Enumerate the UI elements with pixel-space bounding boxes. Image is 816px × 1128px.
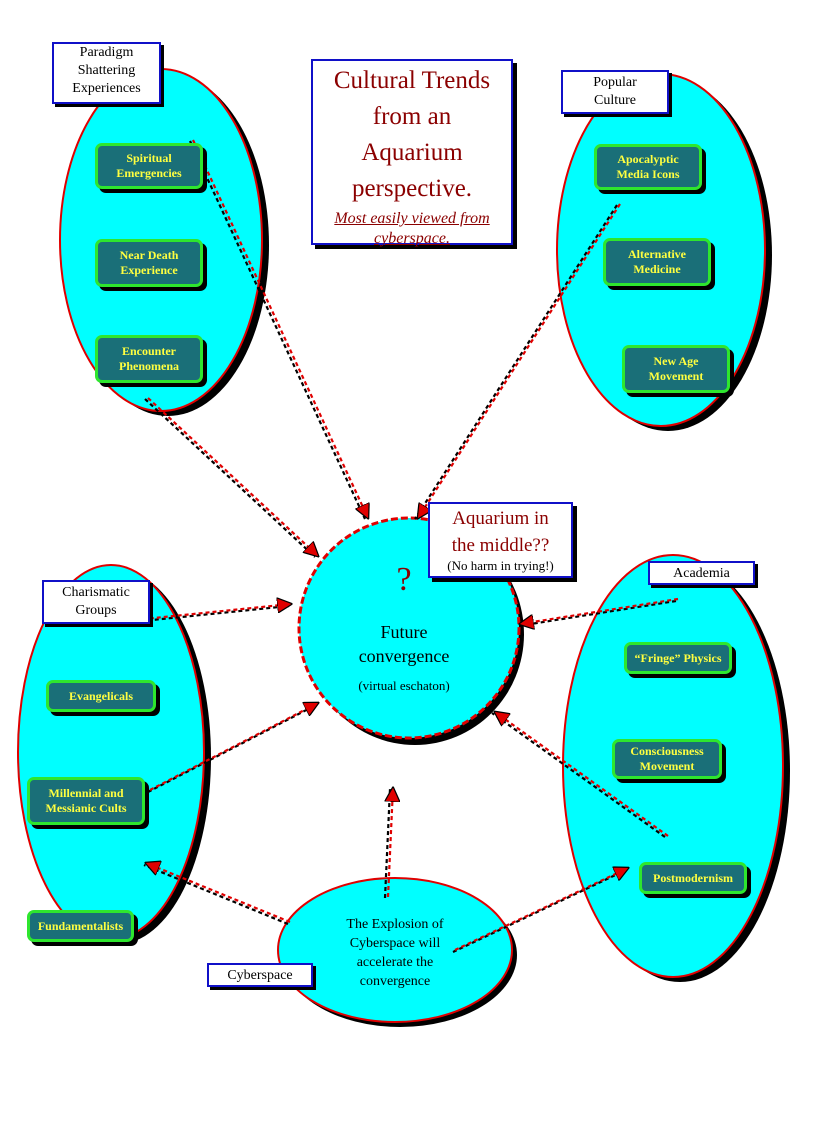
node-millennial-messianic-cults: Millennial and Messianic Cults [27,777,145,825]
title-line-4: perspective. [351,175,473,202]
node-text: Millennial and [48,786,124,800]
convergence-line-1: Future [380,622,428,642]
node-text: Alternative [628,247,686,261]
node-text: Movement [648,369,704,383]
node-text: “Fringe” Physics [634,650,722,665]
arrow-cyberspace-to-charismatic [144,863,291,926]
popular-label-line-1: Popular [593,75,637,90]
cyberspace-line-3: accelerate the [356,955,434,970]
node-text: Postmodernism [653,870,733,885]
node-fringe-physics: “Fringe” Physics [624,642,732,674]
arrow-cyberspace-to-academia [452,868,628,953]
aquarium-question-box: Aquarium in the middle?? (No harm in try… [428,502,573,578]
arrow-apocalyptic-to-center [414,203,621,519]
convergence-text: Future convergence (virtual eschaton) [319,620,489,698]
question-line-1: Aquarium in [452,508,549,529]
title-sub-1: Most easily viewed from [334,210,490,227]
title-sub-2: cyberspace. [374,230,450,247]
node-near-death-experience: Near Death Experience [95,239,203,287]
paradigm-label-line-1: Paradigm [79,45,134,60]
paradigm-label-line-2: Shattering [77,63,136,78]
charismatic-label-line-2: Groups [75,603,117,618]
question-line-3: (No harm in trying!) [447,558,554,573]
node-consciousness-movement: Consciousness Movement [612,739,722,779]
convergence-line-3: (virtual eschaton) [358,678,450,693]
convergence-line-2: convergence [358,646,450,666]
node-text: Apocalyptic [617,152,679,166]
arrow-cults-to-center [147,703,318,793]
title-line-3: Aquarium [361,139,463,166]
paradigm-label-line-3: Experiences [72,81,141,96]
node-text: Messianic Cults [45,801,127,815]
cyberspace-label: Cyberspace [207,963,313,987]
node-text: Spiritual [126,151,172,165]
node-text: Movement [639,759,695,773]
question-line-2: the middle?? [451,535,550,556]
arrow-academia-to-center [518,597,679,626]
node-apocalyptic-media-icons: Apocalyptic Media Icons [594,144,702,190]
node-new-age-movement: New Age Movement [622,345,730,393]
node-alternative-medicine: Alternative Medicine [603,238,711,286]
title-line-2: from an [372,103,452,130]
paradigm-label: Paradigm Shattering Experiences [52,42,161,104]
charismatic-label-line-1: Charismatic [62,585,130,600]
question-mark: ? [396,561,412,598]
cyberspace-ellipse [277,877,513,1023]
cyberspace-text: The Explosion of Cyberspace will acceler… [310,915,480,991]
node-encounter-phenomena: Encounter Phenomena [95,335,203,383]
arrow-encounter-to-center [144,397,318,557]
node-text: Consciousness [630,744,704,758]
cyberspace-line-1: The Explosion of [346,917,444,932]
cyberspace-line-2: Cyberspace will [349,936,441,951]
arrow-postmodernism-to-center [491,712,669,838]
node-text: Medicine [633,262,681,276]
node-text: Media Icons [616,167,680,181]
node-text: Fundamentalists [37,918,124,933]
charismatic-label: Charismatic Groups [42,580,150,624]
popular-culture-label: Popular Culture [561,70,669,114]
node-spiritual-emergencies: Spiritual Emergencies [95,143,203,189]
node-evangelicals: Evangelicals [46,680,156,712]
node-text: Encounter [122,344,176,358]
academia-label: Academia [648,561,755,585]
node-postmodernism: Postmodernism [639,862,747,894]
node-fundamentalists: Fundamentalists [27,910,134,942]
node-text: Evangelicals [68,688,133,703]
node-text: Phenomena [119,359,179,373]
title-line-1: Cultural Trends [333,67,491,94]
node-text: New Age [653,354,699,368]
title-box: Cultural Trends from an Aquarium perspec… [311,59,513,247]
node-text: Near Death [119,248,179,262]
node-text: Experience [120,263,178,277]
popular-label-line-2: Culture [594,93,636,108]
node-text: Emergencies [116,166,182,180]
cyberspace-line-4: convergence [359,974,431,989]
